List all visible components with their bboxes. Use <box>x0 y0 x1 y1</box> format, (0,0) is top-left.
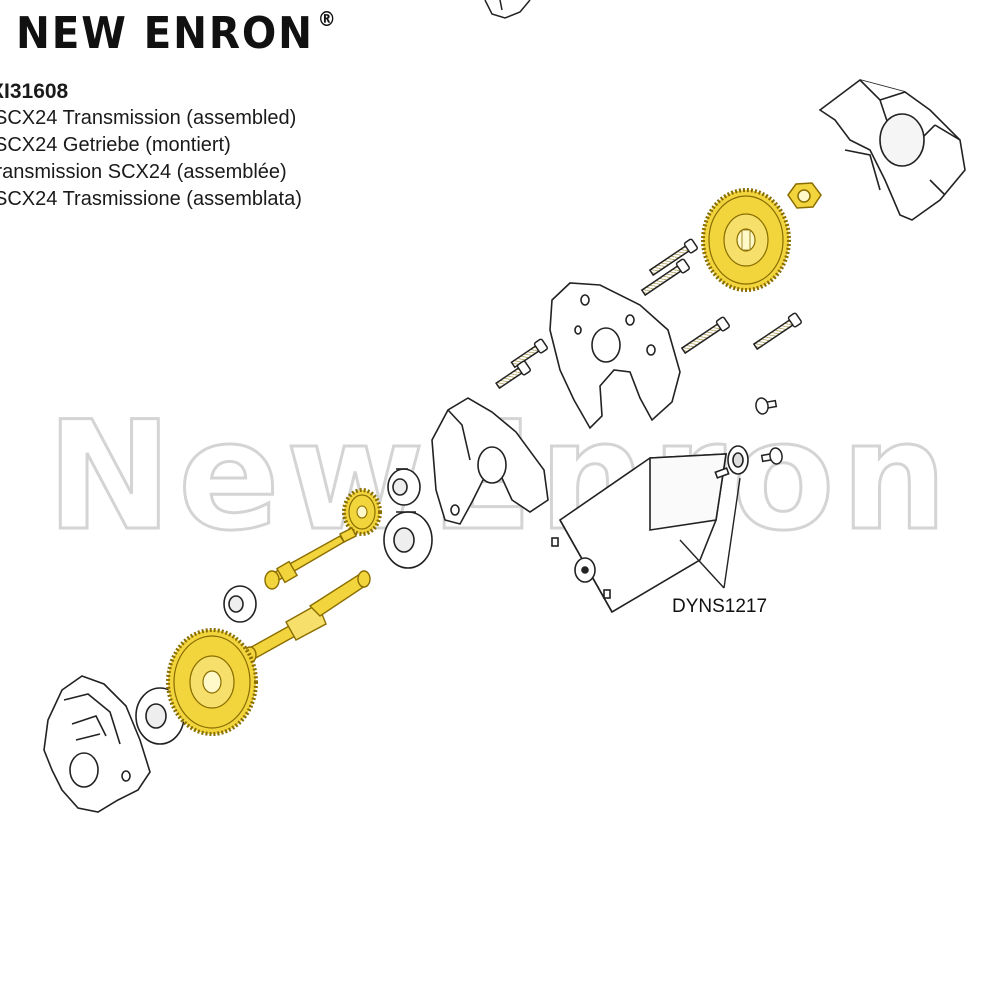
idler-shaft <box>264 527 357 590</box>
motor <box>551 445 749 614</box>
screws-upper <box>495 238 802 465</box>
motor-plate <box>549 282 681 430</box>
bearing-3 <box>223 585 257 623</box>
part-description-en: SCX24 Transmission (assembled) <box>0 107 297 129</box>
screw-1 <box>648 238 698 277</box>
bearing-1 <box>387 468 421 506</box>
screw-4 <box>752 312 802 351</box>
lower-housing <box>43 675 151 813</box>
hex-nut <box>787 182 822 209</box>
registered-mark: ® <box>317 7 338 32</box>
part-description-fr: Transmission SCX24 (assemblée) <box>0 161 287 183</box>
screw-6 <box>495 360 531 390</box>
spur-gear-top <box>701 188 791 292</box>
part-description-it: SCX24 Trasmissione (assemblata) <box>0 188 302 210</box>
callout-leader <box>679 477 741 589</box>
part-description-de: SCX24 Getriebe (montiert) <box>0 134 231 156</box>
spur-gear-bottom <box>166 628 258 736</box>
middle-housing <box>431 397 549 525</box>
main-shaft <box>243 570 371 664</box>
screw-2 <box>640 258 690 297</box>
pinion-gear <box>342 488 382 536</box>
screw-8 <box>760 447 783 465</box>
brand-logo: NEW ENRON® <box>16 7 338 59</box>
part-code: XI31608 <box>0 80 69 103</box>
callout-part-number: DYNS1217 <box>672 596 768 617</box>
bearing-2 <box>383 511 433 569</box>
brand-name: NEW ENRON <box>16 8 314 59</box>
top-bracket-fragment <box>484 0 531 19</box>
part-info: XI31608 SCX24 Transmission (assembled) S… <box>0 78 302 213</box>
screw-5 <box>510 338 548 369</box>
bearings <box>135 468 433 745</box>
screw-7 <box>755 397 778 415</box>
screw-3 <box>680 316 730 355</box>
upper-housing-cover <box>818 79 966 221</box>
